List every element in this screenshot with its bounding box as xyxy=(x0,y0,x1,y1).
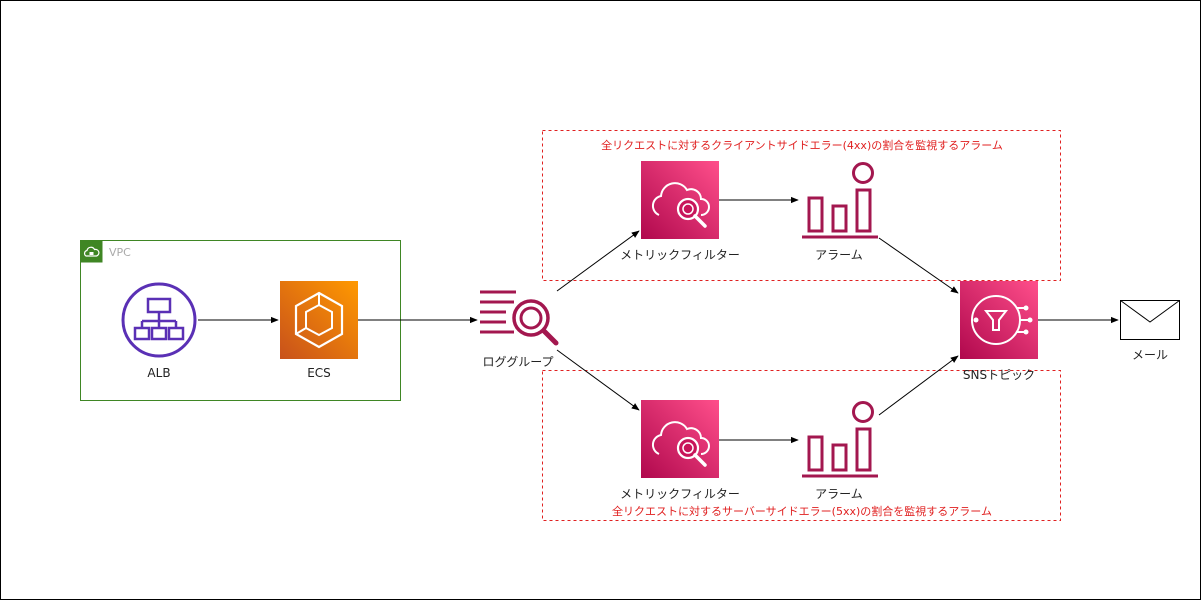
sns-topic-label: SNSトピック xyxy=(962,368,1036,382)
ecs-container-icon[interactable] xyxy=(280,281,358,359)
load-balancer-icon[interactable] xyxy=(121,282,197,358)
server-error-alarm-group xyxy=(542,370,1061,521)
cloud-search-icon[interactable] xyxy=(641,400,719,478)
edge-log-group-metric-filter-top xyxy=(556,230,640,292)
envelope-icon[interactable] xyxy=(1120,300,1180,340)
alarm-bottom-label: アラーム xyxy=(815,487,863,501)
log-group-label: ロググループ xyxy=(482,355,554,369)
alb-label: ALB xyxy=(147,366,171,380)
vpc-label: VPC xyxy=(109,246,131,259)
connectors xyxy=(198,196,1119,444)
edge-log-group-metric-filter-bottom xyxy=(556,349,640,411)
metric-filter-bottom-label: メトリックフィルター xyxy=(620,487,740,501)
sns-topic-icon[interactable] xyxy=(960,281,1038,359)
client-error-alarm-group xyxy=(542,130,1061,281)
server-error-group-title: 全リクエストに対するサーバーサイドエラー(5xx)の割合を監視するアラーム xyxy=(612,505,992,518)
alarm-chart-icon[interactable] xyxy=(802,162,878,239)
alarm-top-label: アラーム xyxy=(815,248,863,262)
mail-label: メール xyxy=(1131,348,1168,362)
vpc-icon xyxy=(80,240,103,263)
edge-alarm-top-sns xyxy=(878,237,959,294)
ecs-label: ECS xyxy=(307,366,331,380)
cloud-search-icon[interactable] xyxy=(641,161,719,239)
log-group-icon[interactable] xyxy=(480,290,559,346)
edge-alarm-bottom-sns xyxy=(878,355,959,416)
metric-filter-top-label: メトリックフィルター xyxy=(620,248,740,262)
alarm-chart-icon[interactable] xyxy=(802,401,878,478)
client-error-group-title: 全リクエストに対するクライアントサイドエラー(4xx)の割合を監視するアラーム xyxy=(601,139,1003,152)
